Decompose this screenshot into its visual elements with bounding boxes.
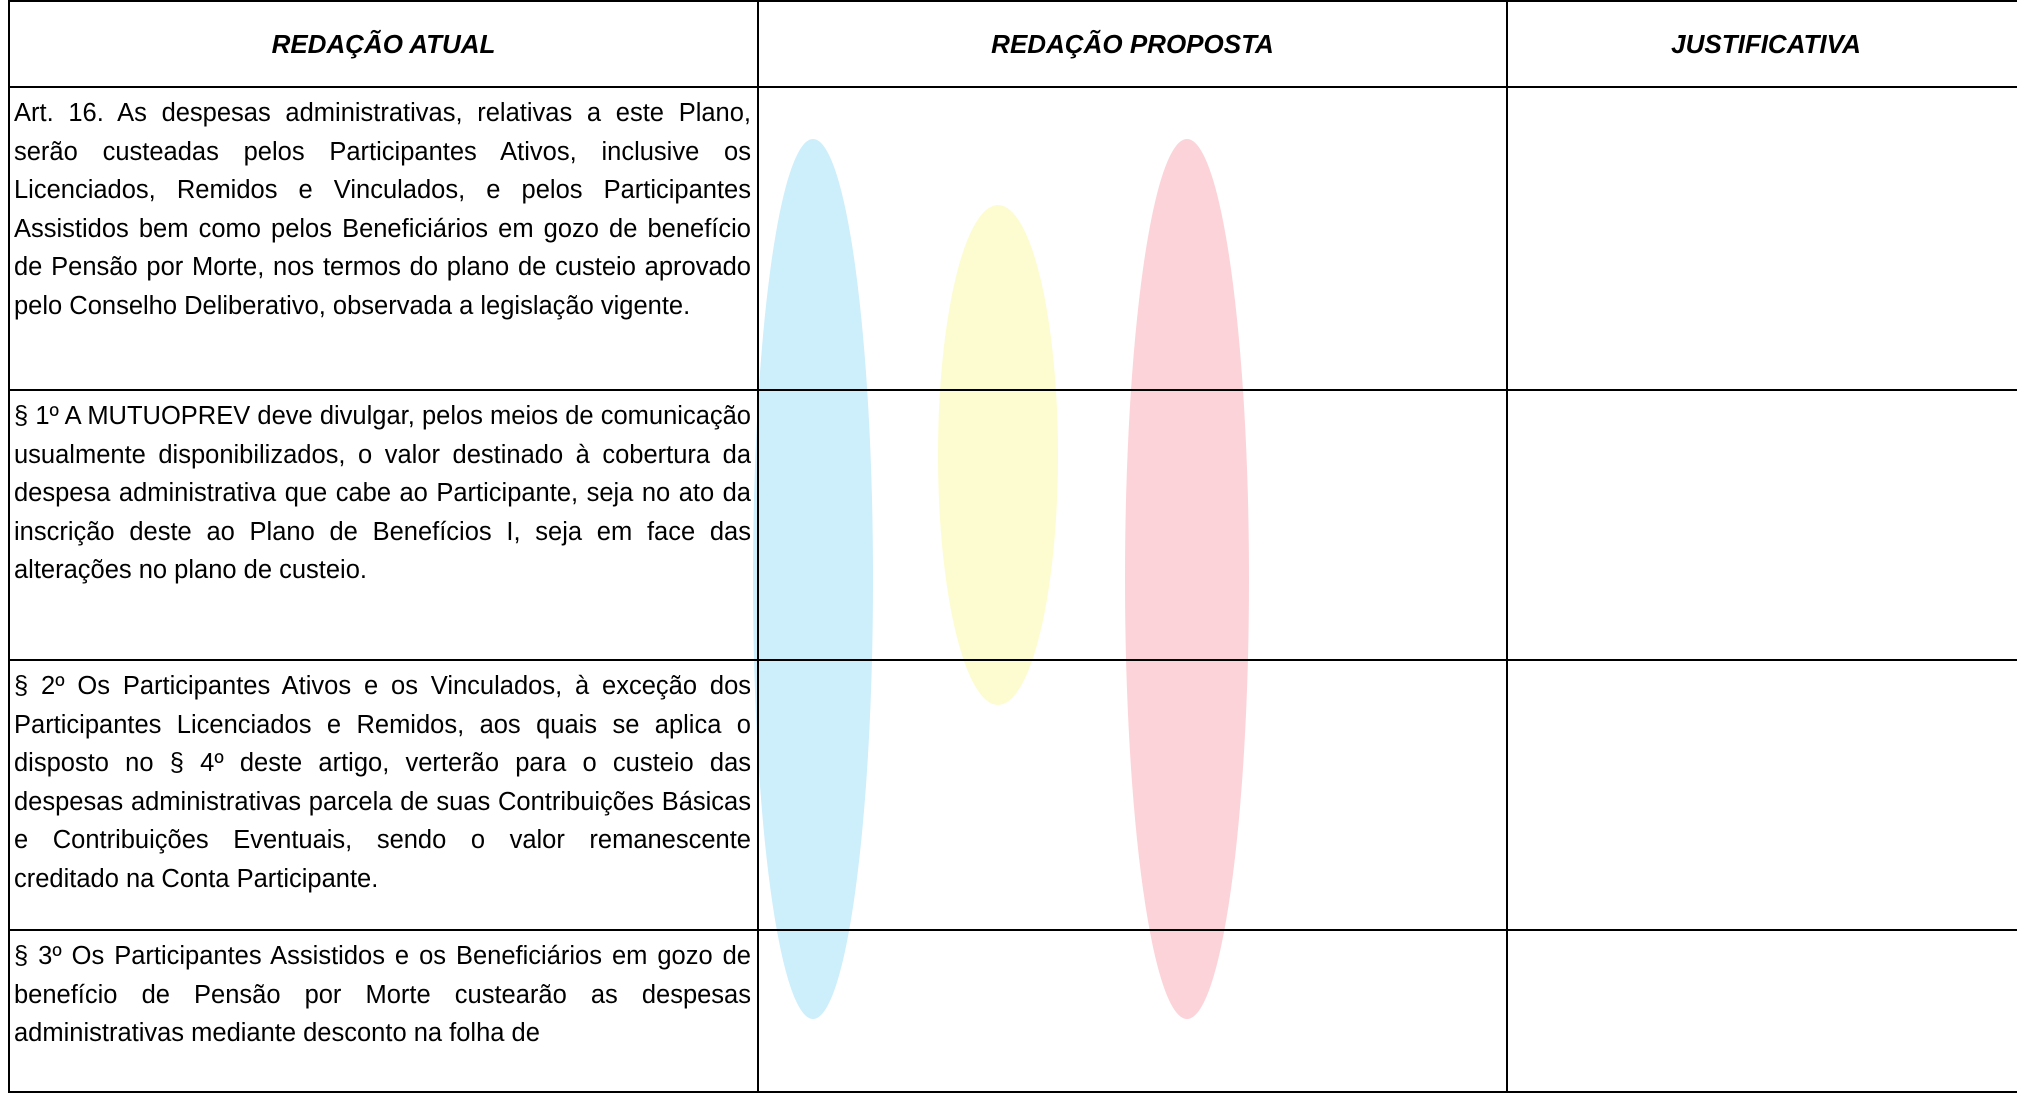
article-text: Art. 16. As despesas administrativas, re… [14, 99, 751, 320]
table-row: § 2º Os Participantes Ativos e os Vincul… [8, 659, 2017, 931]
justification-text [1508, 931, 2017, 943]
cell-redacao-atual: § 2º Os Participantes Ativos e os Vincul… [8, 659, 759, 931]
article-text: § 1º A MUTUOPREV deve divulgar, pelos me… [14, 402, 751, 584]
cell-redacao-atual: § 1º A MUTUOPREV deve divulgar, pelos me… [8, 389, 759, 661]
proposed-text [759, 931, 1506, 943]
cell-redacao-proposta [757, 659, 1508, 931]
proposed-text [759, 391, 1506, 403]
cell-redacao-proposta [757, 389, 1508, 661]
comparison-table: REDAÇÃO ATUAL REDAÇÃO PROPOSTA JUSTIFICA… [8, 0, 2017, 1093]
cell-redacao-atual: Art. 16. As despesas administrativas, re… [8, 86, 759, 391]
document-page: REDAÇÃO ATUAL REDAÇÃO PROPOSTA JUSTIFICA… [8, 0, 2017, 1093]
cell-redacao-proposta [757, 929, 1508, 1093]
table-row: Art. 16. As despesas administrativas, re… [8, 86, 2017, 391]
cell-justificativa [1506, 389, 2017, 661]
article-text: § 3º Os Participantes Assistidos e os Be… [14, 942, 751, 1047]
article-text: § 2º Os Participantes Ativos e os Vincul… [14, 672, 751, 893]
cell-justificativa [1506, 86, 2017, 391]
table-row: § 3º Os Participantes Assistidos e os Be… [8, 929, 2017, 1093]
header-redacao-proposta: REDAÇÃO PROPOSTA [757, 0, 1508, 88]
cell-redacao-proposta [757, 86, 1508, 391]
cell-redacao-atual: § 3º Os Participantes Assistidos e os Be… [8, 929, 759, 1093]
cell-justificativa [1506, 659, 2017, 931]
justification-text [1508, 88, 2017, 100]
cell-justificativa [1506, 929, 2017, 1093]
table-header-row: REDAÇÃO ATUAL REDAÇÃO PROPOSTA JUSTIFICA… [8, 0, 2017, 88]
proposed-text [759, 661, 1506, 673]
proposed-text [759, 88, 1506, 100]
header-redacao-atual: REDAÇÃO ATUAL [8, 0, 759, 88]
header-justificativa: JUSTIFICATIVA [1506, 0, 2017, 88]
justification-text [1508, 661, 2017, 673]
table-row: § 1º A MUTUOPREV deve divulgar, pelos me… [8, 389, 2017, 661]
justification-text [1508, 391, 2017, 403]
